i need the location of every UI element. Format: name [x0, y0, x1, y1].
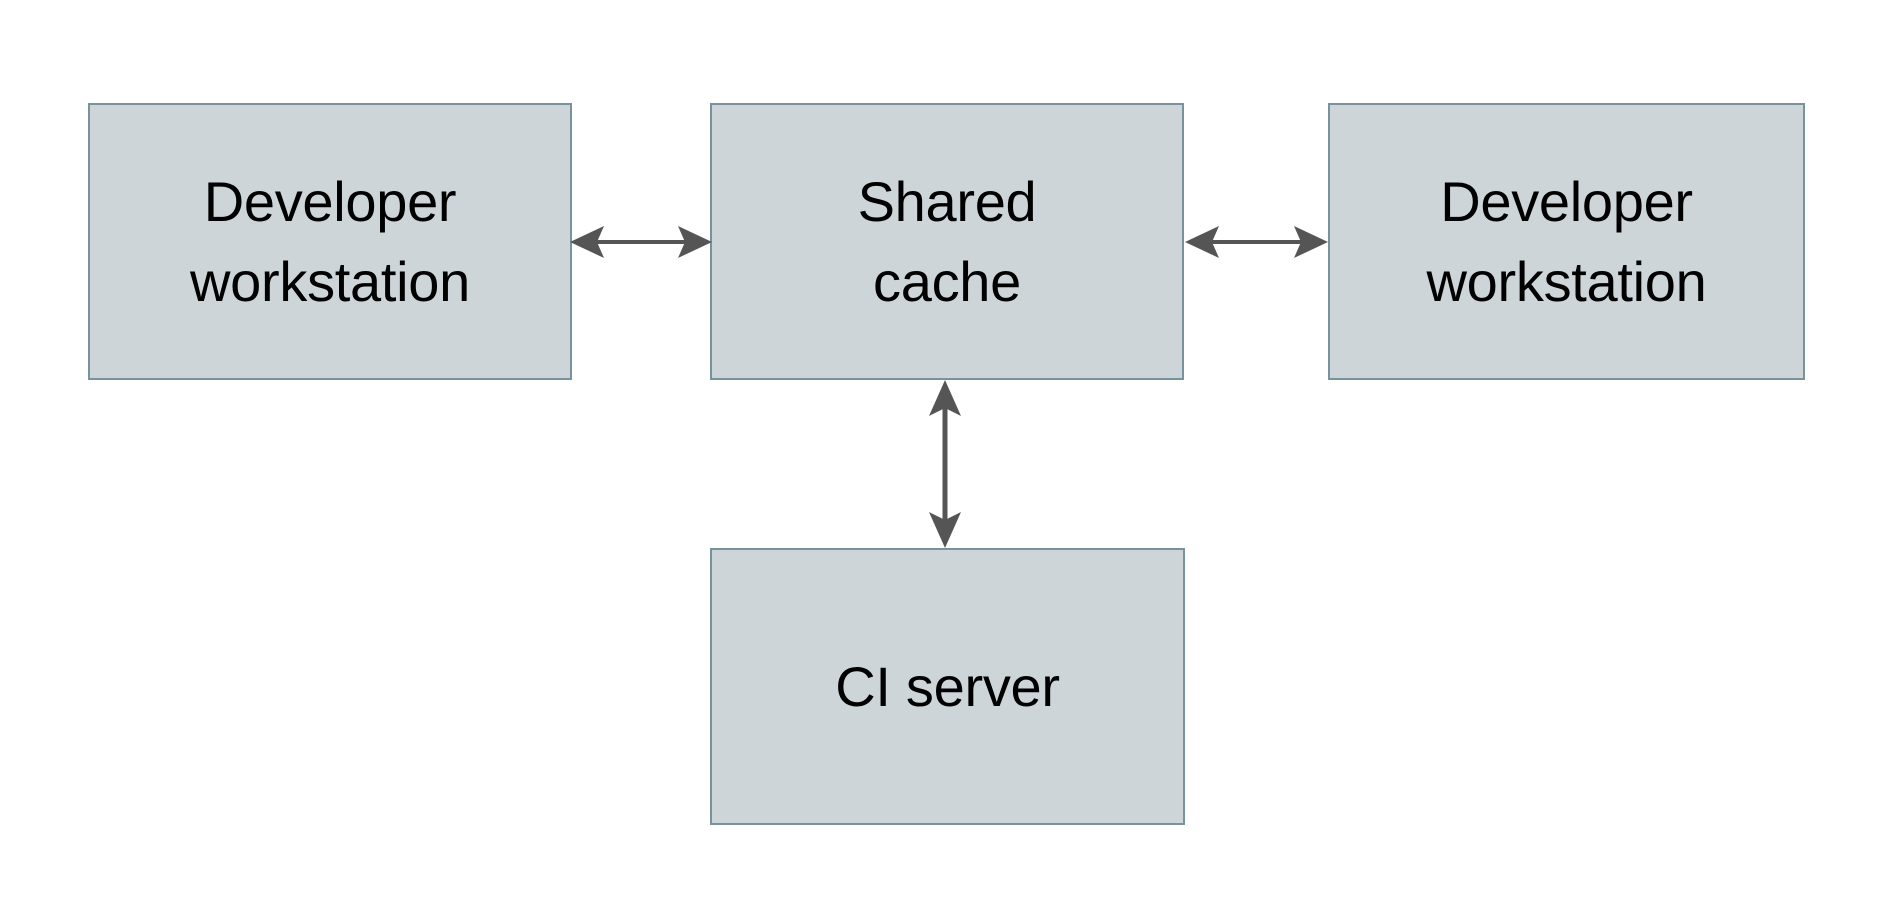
arrowhead-left-icon [1185, 226, 1219, 258]
node-ci-server[interactable]: CI server [710, 548, 1185, 825]
edge-developer-left-to-shared-cache[interactable] [560, 212, 722, 272]
node-label: CI server [835, 654, 1060, 718]
arrowhead-left-icon [570, 226, 604, 258]
arrowhead-right-icon [678, 226, 712, 258]
arrowhead-right-icon [1294, 226, 1328, 258]
arrowhead-up-icon [929, 380, 961, 416]
node-label: Developer workstation [1426, 169, 1707, 313]
arrowhead-down-icon [929, 512, 961, 548]
edge-shared-cache-to-developer-right[interactable] [1173, 212, 1340, 272]
node-label: Shared cache [857, 169, 1037, 313]
node-developer-workstation-right[interactable]: Developer workstation [1328, 103, 1805, 380]
node-label: Developer workstation [190, 169, 470, 313]
edge-shared-cache-to-ci-server[interactable] [915, 372, 975, 556]
node-shared-cache[interactable]: Shared cache [710, 103, 1184, 380]
node-developer-workstation-left[interactable]: Developer workstation [88, 103, 572, 380]
